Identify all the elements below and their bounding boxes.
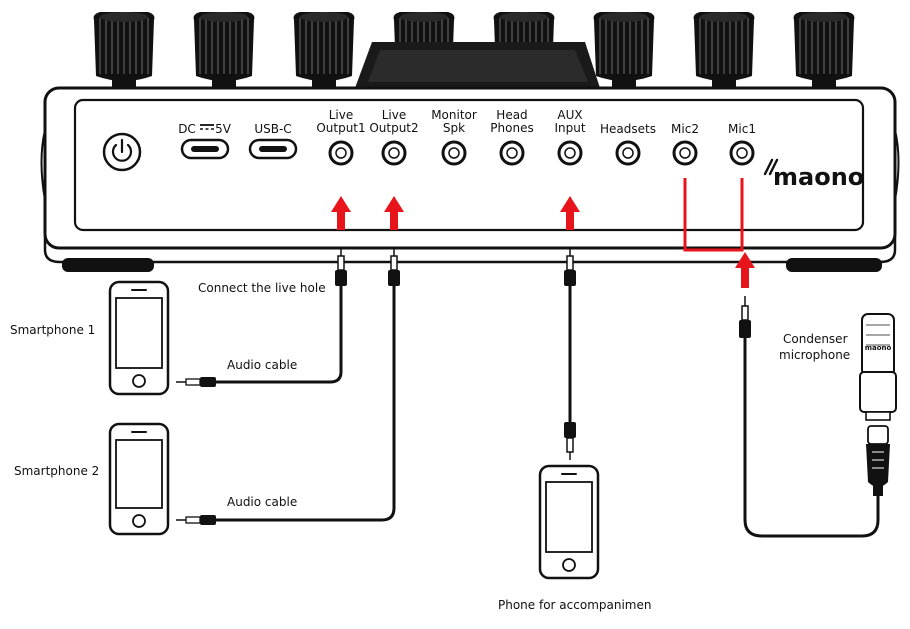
- port-label-live-output1: Live: [329, 108, 354, 122]
- port-label-mic1: Mic1: [728, 122, 756, 136]
- plug-aux-input: [564, 248, 576, 286]
- condenser-label-line1: Condenser: [783, 332, 848, 346]
- plug-smartphone1: [176, 377, 216, 387]
- power-icon: [111, 138, 133, 162]
- mic2-jack[interactable]: [672, 140, 698, 166]
- usb-c-port[interactable]: [248, 138, 298, 160]
- power-button[interactable]: [102, 132, 142, 172]
- smartphone2-label: Smartphone 2: [14, 464, 99, 478]
- audio-cable-1: [216, 286, 343, 384]
- audio-cable-2: [216, 286, 396, 522]
- port-label-headsets: Headsets: [600, 122, 656, 136]
- port-label-head-phones: Phones: [490, 121, 533, 135]
- mic-cable: [743, 338, 880, 538]
- smartphone1-label: Smartphone 1: [10, 323, 95, 337]
- knob-6[interactable]: [593, 12, 655, 90]
- port-label-usbc: USB-C: [254, 122, 291, 136]
- dc-symbol-icon: [200, 124, 214, 130]
- knob-3[interactable]: [293, 12, 355, 90]
- mixer-body: [40, 86, 900, 272]
- jack-sockets: [328, 140, 755, 166]
- mic-bracket: [683, 178, 744, 252]
- live-output2-jack[interactable]: [381, 140, 407, 166]
- live-output1-jack[interactable]: [328, 140, 354, 166]
- plug-live-output2: [388, 248, 400, 286]
- port-label-monitor-spk: Monitor: [431, 108, 477, 122]
- knob-8[interactable]: [793, 12, 855, 90]
- port-label-monitor-spk: Spk: [443, 121, 465, 135]
- port-label-live-output2: Output2: [369, 121, 418, 135]
- condenser-microphone: maono: [859, 313, 897, 496]
- monitor-spk-jack[interactable]: [441, 140, 467, 166]
- connect-live-label: Connect the live hole: [198, 281, 326, 295]
- maono-logo-icon: [763, 158, 779, 176]
- aux-input-jack[interactable]: [557, 140, 583, 166]
- port-label-live-output2: Live: [382, 108, 407, 122]
- plug-aux-phone: [564, 422, 576, 460]
- arrow-aux-input-icon: [560, 196, 580, 230]
- brand-name: maono: [773, 163, 864, 191]
- knob-1[interactable]: [93, 12, 155, 90]
- head-phones-jack[interactable]: [499, 140, 525, 166]
- plug-smartphone2: [176, 515, 216, 525]
- port-label-live-output1: Output1: [316, 121, 365, 135]
- plug-live-output1: [335, 248, 347, 286]
- accompaniment-label: Phone for accompanimen: [498, 598, 651, 612]
- smartphone-2: [108, 422, 170, 536]
- mic1-jack[interactable]: [729, 140, 755, 166]
- fader-housing: [355, 42, 600, 88]
- arrow-live-output2-icon: [384, 196, 404, 230]
- arrow-live-output1-icon: [331, 196, 351, 230]
- audio-cable-2-label: Audio cable: [227, 495, 297, 509]
- dc-5v-port[interactable]: [180, 138, 230, 160]
- brand-logo: maono: [763, 158, 864, 191]
- knob-7[interactable]: [693, 12, 755, 90]
- port-label-dc5v-a: DC: [178, 122, 196, 136]
- knob-2[interactable]: [193, 12, 255, 90]
- port-label-head-phones: Head: [496, 108, 527, 122]
- accompaniment-phone: [538, 464, 600, 580]
- audio-cable-1-label: Audio cable: [227, 358, 297, 372]
- port-label-aux-input: Input: [554, 121, 585, 135]
- arrow-mic-icon: [735, 252, 755, 288]
- headsets-jack[interactable]: [615, 140, 641, 166]
- port-label-mic2: Mic2: [671, 122, 699, 136]
- mic-brand-label: maono: [865, 344, 892, 352]
- condenser-label-line2: microphone: [779, 348, 850, 362]
- port-label-aux-input: AUX: [557, 108, 582, 122]
- port-label-dc5v-b: 5V: [215, 122, 232, 136]
- smartphone-1: [108, 280, 170, 396]
- plug-mic: [739, 296, 751, 338]
